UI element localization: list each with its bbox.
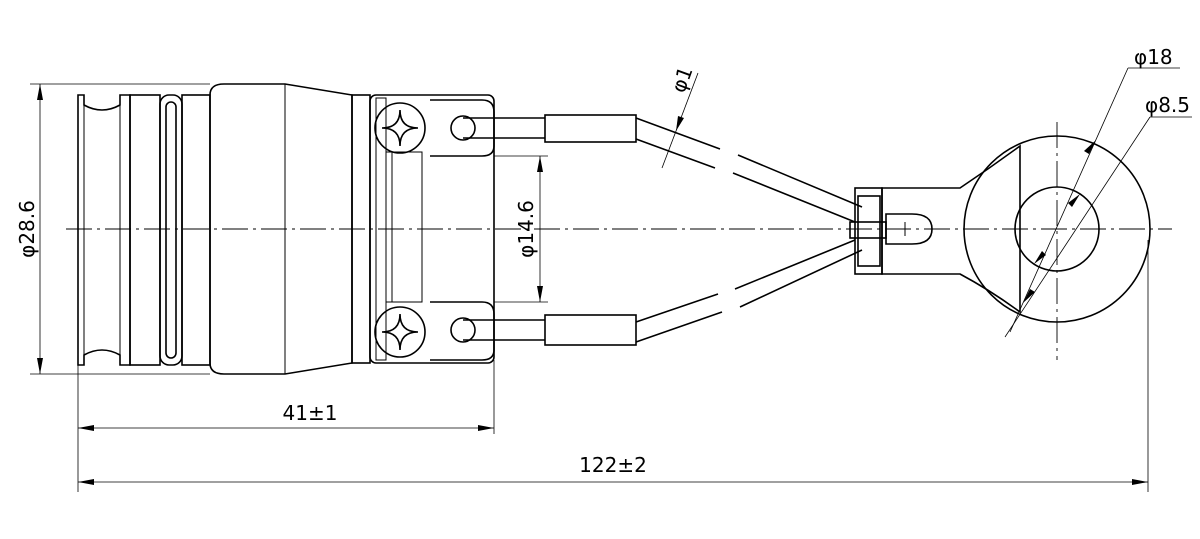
dimension-connector-diameter: φ28.6 bbox=[15, 83, 210, 375]
bottom-wire bbox=[544, 239, 863, 346]
bottom-screw bbox=[374, 306, 426, 358]
dimension-ring-outer-diameter: φ18 bbox=[1009, 45, 1180, 333]
top-screw bbox=[374, 102, 426, 154]
bottom-lug bbox=[430, 301, 545, 361]
connector-body bbox=[77, 83, 495, 375]
wire-diameter-label: φ1 bbox=[666, 63, 697, 96]
connector-length-label: 41±1 bbox=[283, 401, 338, 425]
ring-inner-diameter-label: φ8.5 bbox=[1145, 93, 1190, 117]
dimension-flange-spacing: φ14.6 bbox=[494, 155, 548, 303]
top-lug bbox=[430, 99, 545, 157]
connector-diameter-label: φ28.6 bbox=[15, 200, 39, 258]
dimension-connector-length: 41±1 bbox=[77, 360, 495, 492]
overall-length-label: 122±2 bbox=[579, 453, 647, 477]
dimension-overall-length: 122±2 bbox=[78, 240, 1149, 492]
flange-spacing-label: φ14.6 bbox=[514, 200, 538, 258]
dimension-ring-inner-diameter: φ8.5 bbox=[1004, 93, 1192, 338]
top-wire bbox=[544, 114, 863, 223]
ring-outer-diameter-label: φ18 bbox=[1134, 45, 1173, 69]
dimension-wire-diameter: φ1 bbox=[661, 63, 699, 169]
